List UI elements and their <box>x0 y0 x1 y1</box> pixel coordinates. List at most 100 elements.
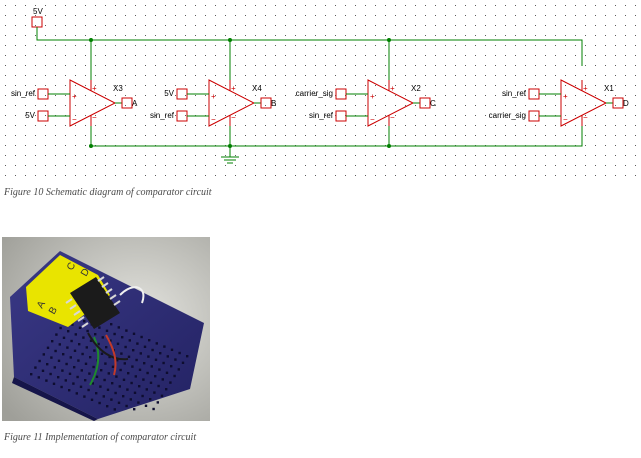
junction-dots <box>89 38 391 148</box>
grid-dot <box>55 105 56 106</box>
grid-dot <box>505 25 506 26</box>
grid-dot <box>445 85 446 86</box>
grid-dot <box>185 135 186 136</box>
grid-dot <box>615 135 616 136</box>
grid-dot <box>135 5 136 6</box>
grid-dot <box>405 95 406 96</box>
grid-dot <box>225 95 226 96</box>
grid-dot <box>335 75 336 76</box>
grid-dot <box>425 135 426 136</box>
grid-dot <box>275 65 276 66</box>
grid-dot <box>355 15 356 16</box>
grid-dot <box>75 115 76 116</box>
grid-dot <box>215 15 216 16</box>
grid-dot <box>375 55 376 56</box>
grid-dot <box>185 115 186 116</box>
grid-dot <box>605 55 606 56</box>
grid-dot <box>285 5 286 6</box>
breadboard-hole <box>138 385 141 388</box>
grid-dot <box>85 115 86 116</box>
output-label: D <box>623 99 629 108</box>
breadboard-hole <box>139 352 142 355</box>
grid-dot <box>95 85 96 86</box>
grid-dot <box>375 115 376 116</box>
grid-dot <box>455 55 456 56</box>
grid-dot <box>415 15 416 16</box>
grid-dot <box>15 85 16 86</box>
breadboard-hole <box>84 362 88 365</box>
grid-dot <box>565 75 566 76</box>
grid-dot <box>355 125 356 126</box>
grid-dot <box>435 35 436 36</box>
grid-dot <box>345 135 346 136</box>
grid-dot <box>525 135 526 136</box>
grid-dot <box>305 125 306 126</box>
grid-dot <box>575 155 576 156</box>
grid-dot <box>495 15 496 16</box>
grid-dot <box>515 175 516 176</box>
chip-label-a: A <box>35 299 48 311</box>
grid-dot <box>595 175 596 176</box>
grid-dot <box>175 85 176 86</box>
grid-dot <box>75 155 76 156</box>
grid-dot <box>115 125 116 126</box>
grid-dot <box>605 155 606 156</box>
breadboard-hole <box>117 326 120 329</box>
grid-dot <box>245 85 246 86</box>
breadboard-hole <box>132 332 136 335</box>
grid-dot <box>75 15 76 16</box>
breadboard-hole <box>146 371 149 375</box>
breadboard-hole <box>174 358 177 361</box>
grid-dot <box>365 45 366 46</box>
grid-dot <box>45 105 46 106</box>
grid-dot <box>525 95 526 96</box>
grid-dot <box>35 175 36 176</box>
grid-dot <box>275 115 276 116</box>
breadboard-photo: A B C D <box>2 237 210 421</box>
grid-dot <box>435 115 436 116</box>
grid-dot <box>395 75 396 76</box>
grid-dot <box>555 65 556 66</box>
grid-dot <box>615 35 616 36</box>
grid-dot <box>65 175 66 176</box>
grid-dot <box>395 165 396 166</box>
grid-dot <box>425 5 426 6</box>
grid-dot <box>485 125 486 126</box>
grid-dot <box>275 95 276 96</box>
grid-dot <box>255 45 256 46</box>
grid-dot <box>525 105 526 106</box>
breadboard-hole <box>99 385 102 388</box>
grid-dot <box>365 125 366 126</box>
grid-dot <box>445 165 446 166</box>
grid-dot <box>525 15 526 16</box>
grid-dot <box>145 175 146 176</box>
grid-dot <box>385 105 386 106</box>
grid-dot <box>635 5 636 6</box>
grid-dot <box>575 75 576 76</box>
grid-dot <box>395 115 396 116</box>
grid-dot <box>115 25 116 26</box>
grid-dot <box>295 125 296 126</box>
grid-dot <box>425 55 426 56</box>
grid-dot <box>415 105 416 106</box>
grid-dot <box>585 115 586 116</box>
breadboard-hole <box>161 378 164 381</box>
grid-dot <box>225 115 226 116</box>
grid-dot <box>375 75 376 76</box>
grid-dot <box>145 85 146 86</box>
grid-dot <box>445 155 446 156</box>
output-terminal <box>260 97 272 109</box>
grid-dot <box>165 125 166 126</box>
grid-dot <box>35 75 36 76</box>
grid-dot <box>535 175 536 176</box>
breadboard-hole <box>147 355 150 358</box>
plus-sign: + <box>583 84 588 93</box>
grid-dot <box>355 75 356 76</box>
grid-dot <box>155 55 156 56</box>
grid-dot <box>255 155 256 156</box>
grid-dot <box>225 125 226 126</box>
breadboard-hole <box>86 329 89 333</box>
breadboard-hole <box>154 358 158 361</box>
grid-dot <box>545 95 546 96</box>
grid-dot <box>595 95 596 96</box>
